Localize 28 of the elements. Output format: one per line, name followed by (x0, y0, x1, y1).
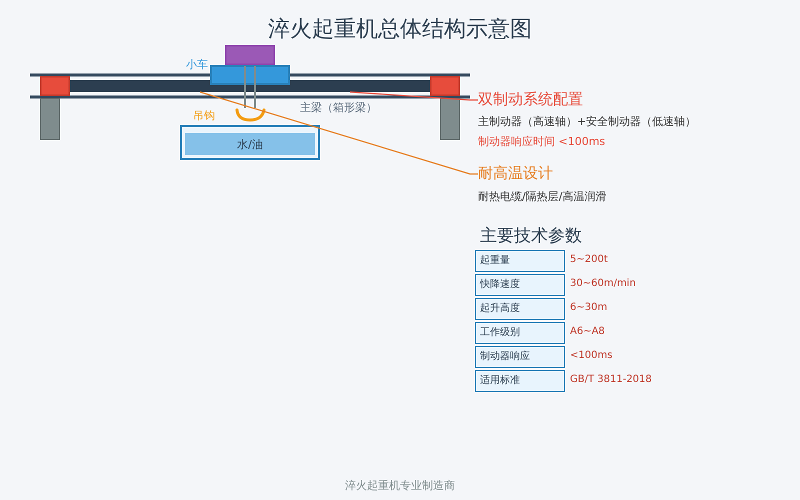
table-cell: 适用标准 (475, 370, 565, 392)
footer-text: 淬火起重机专业制造商 (344, 479, 456, 494)
value-text: GB/T 3811-2018 (570, 373, 652, 386)
note-text: 制动器响应时间 <100ms (478, 135, 606, 150)
part-label: 吊钩 (193, 109, 215, 124)
table-cell: 起升高度 (475, 298, 565, 320)
leader-line (200, 91, 478, 175)
value-text: 6~30m (570, 301, 608, 314)
value-text: 5~200t (570, 253, 608, 266)
leader-line (350, 91, 478, 101)
table-cell: 快降速度 (475, 274, 565, 296)
section-heading: 主要技术参数 (480, 225, 582, 248)
note-heading: 双制动系统配置 (478, 90, 583, 110)
note-heading: 耐高温设计 (478, 164, 553, 184)
part-label: 小车 (186, 58, 208, 72)
liquid-box: 水/油 (185, 133, 315, 155)
girder-beam (70, 80, 430, 92)
part-label: 主梁（箱形梁） (300, 101, 377, 116)
value-text: 30~60m/min (570, 277, 636, 290)
tank-box (180, 125, 320, 160)
value-text: <100ms (570, 349, 612, 362)
note-text: 主制动器（高速轴）+安全制动器（低速轴） (478, 115, 696, 130)
value-text: A6~A8 (570, 325, 605, 338)
title: 淬火起重机总体结构示意图 (267, 16, 533, 44)
note-text: 耐热电缆/隔热层/高温润滑 (478, 190, 606, 204)
table-cell: 起重量 (475, 250, 565, 272)
table-cell: 工作级别 (475, 322, 565, 344)
table-cell: 制动器响应 (475, 346, 565, 368)
